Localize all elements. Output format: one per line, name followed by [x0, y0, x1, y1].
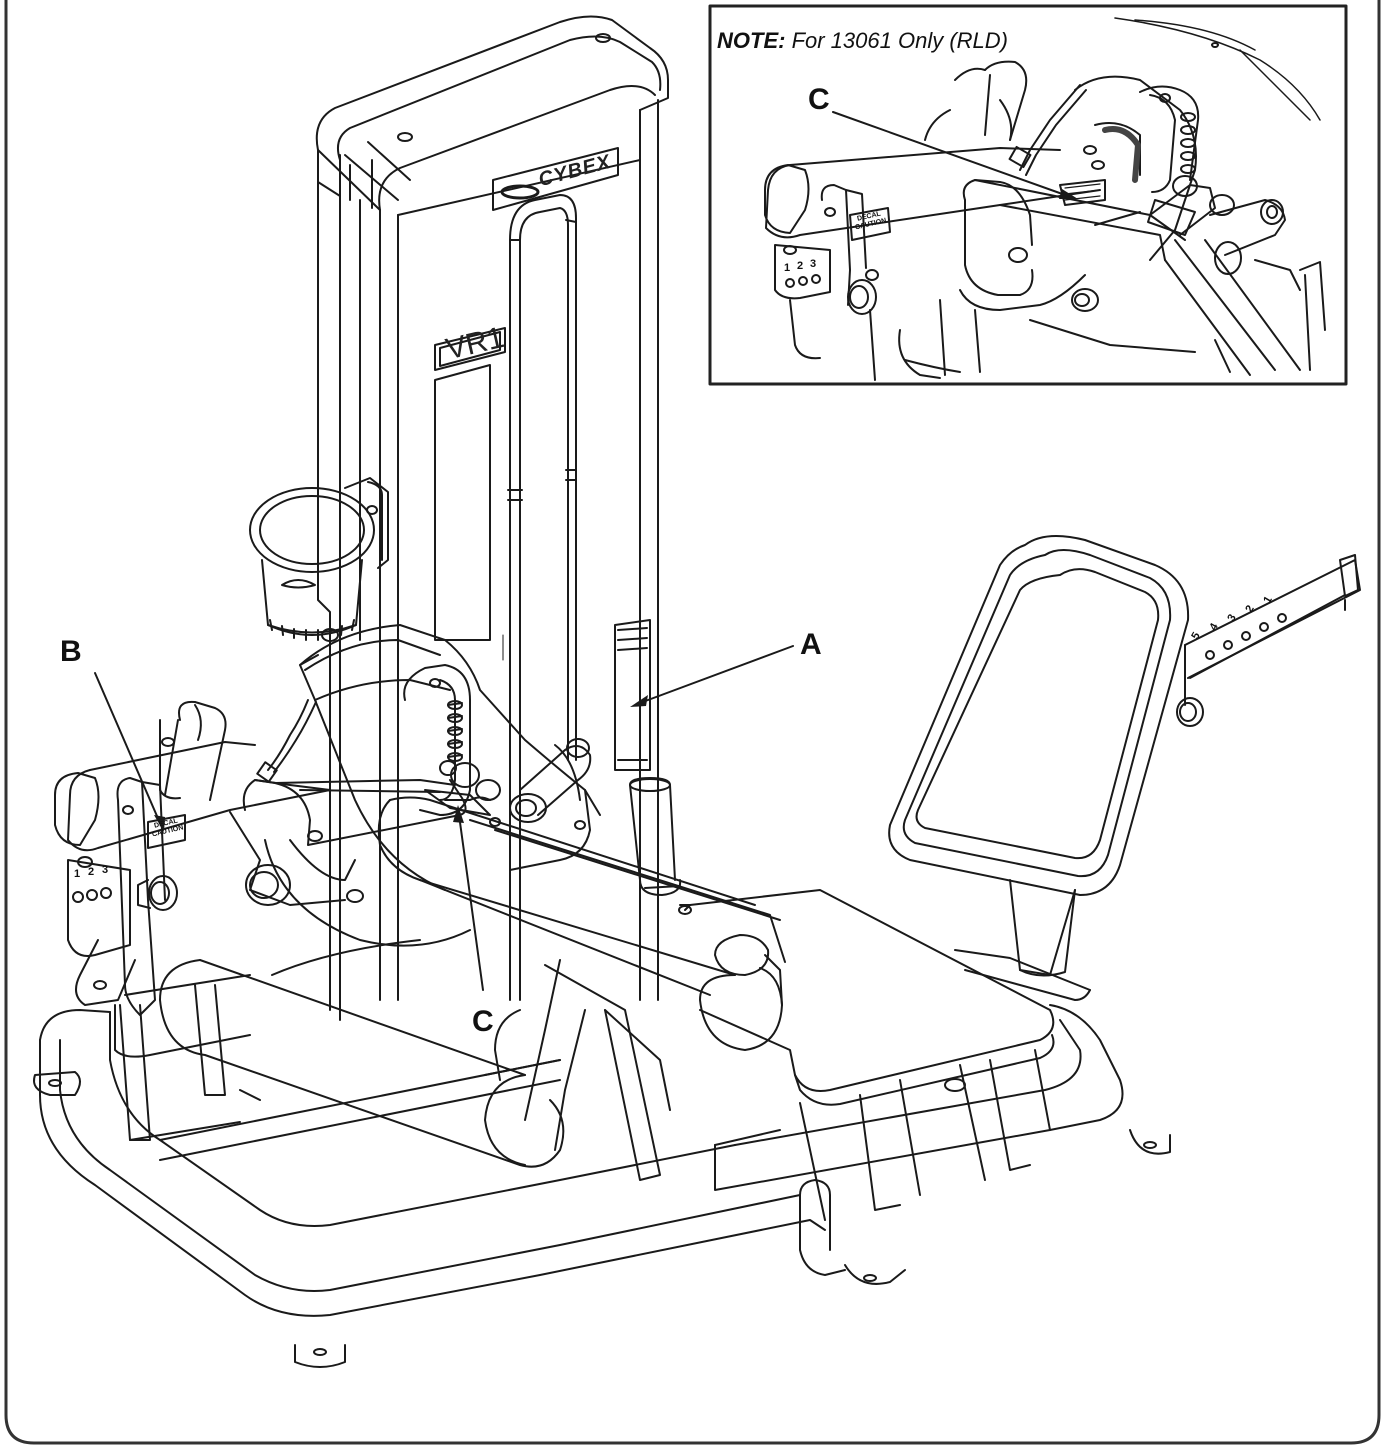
leader-lines — [94, 111, 1078, 991]
pin-number-inset: 2 — [797, 260, 804, 272]
pin-number: 2 — [88, 866, 95, 878]
pin-number-inset: 3 — [810, 258, 817, 270]
weight-stack-tower — [315, 15, 669, 1021]
cam-housing — [256, 624, 601, 976]
pin-number: 1 — [74, 868, 81, 880]
callout-c-main: C — [472, 1005, 494, 1038]
pin-number-inset: 1 — [784, 262, 791, 274]
inset-detail — [708, 4, 1348, 386]
callout-a: A — [800, 628, 822, 661]
backrest — [888, 535, 1361, 1001]
pin-number: 3 — [102, 864, 109, 876]
side-handle-grip — [424, 738, 592, 830]
seat — [484, 777, 1055, 1221]
note-label: NOTE: — [717, 28, 786, 53]
inset-note: NOTE: For 13061 Only (RLD) — [717, 28, 1008, 54]
base-frame — [33, 1004, 1171, 1368]
cup-holder — [249, 477, 389, 642]
shin-pad — [377, 796, 786, 1051]
note-text: For 13061 Only (RLD) — [785, 28, 1008, 53]
callout-b: B — [60, 635, 82, 668]
callout-c-inset: C — [808, 83, 830, 116]
leg-lever-arm — [54, 700, 565, 1168]
